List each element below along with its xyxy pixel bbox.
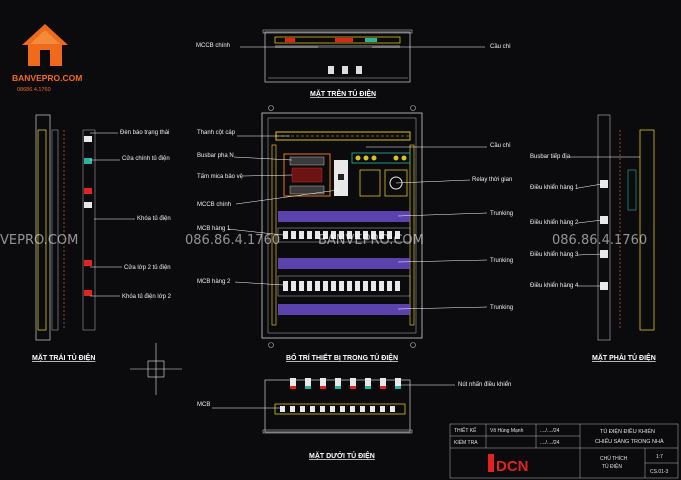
- title-bottom-view: MẶT DƯỚI TỦ ĐIỆN: [309, 451, 375, 460]
- label-top-fuse: Cầu chì: [490, 44, 511, 50]
- tb-scale: 1:7: [656, 454, 663, 460]
- left-side-view: Đèn báo trạng thái Cửa chính tủ điện Khó…: [32, 114, 172, 362]
- tb-project-line-2: CHIẾU SÁNG TRONG NHÀ: [595, 438, 664, 445]
- label-right-row4: Điều khiển hàng 4: [530, 282, 579, 289]
- label-trunking-2: Trunking: [490, 258, 513, 264]
- right-side-view: Busbar tiếp địa Điều khiển hàng 1 Điều k…: [530, 114, 656, 362]
- label-bottom-button: Nút nhấn điều khiển: [458, 381, 511, 388]
- watermark-left: VEPRO.COM: [0, 233, 78, 248]
- label-right-row1: Điều khiển hàng 1: [530, 184, 579, 191]
- label-trunking-1: Trunking: [490, 211, 513, 217]
- bottom-view: Nút nhấn điều khiển MCB MẶT DƯỚI TỦ ĐIỆN: [197, 378, 511, 460]
- watermark-site: BANVEPRO.COM: [318, 233, 424, 248]
- brand-phone: 08686.4.1760: [17, 87, 51, 93]
- label-left-lock2: Khóa tủ điện lớp 2: [122, 293, 172, 300]
- tb-sheet: CS.01-3: [650, 469, 669, 475]
- label-front-cover: Tấm mica bảo vệ: [197, 174, 244, 180]
- tb-check-label: KIỂM TRA: [454, 439, 478, 446]
- label-front-busbar-n: Busbar pha N: [197, 153, 234, 159]
- watermark-phone-1: 086.86.4.1760: [185, 233, 280, 248]
- title-right-view: MẶT PHẢI TỦ ĐIỆN: [592, 353, 656, 362]
- label-trunking-3: Trunking: [490, 305, 513, 311]
- tb-project-line-1: TỦ ĐIỆN ĐIỀU KHIỂN: [600, 427, 655, 435]
- label-front-relay: Relay thời gian: [472, 177, 512, 183]
- brand-logo: BANVEPRO.COM 08686.4.1760: [12, 24, 82, 93]
- origin-crosshair-icon: [130, 343, 182, 395]
- dcn-logo-text: DCN: [496, 458, 529, 475]
- house-logo-icon: [22, 24, 68, 66]
- label-right-busbar: Busbar tiếp địa: [530, 154, 571, 160]
- tb-date-1: ..../..../24: [540, 428, 560, 434]
- watermark: VEPRO.COM 086.86.4.1760 BANVEPRO.COM 086…: [0, 233, 647, 248]
- tb-note-line-2: TỦ ĐIỆN: [602, 462, 622, 470]
- tb-design-label: THIẾT KẾ: [454, 427, 477, 434]
- watermark-phone-2: 086.86.4.1760: [552, 233, 647, 248]
- label-front-fuse: Cầu chì: [490, 143, 511, 149]
- title-front-view: BỐ TRÍ THIẾT BỊ TRONG TỦ ĐIỆN: [286, 352, 398, 362]
- tb-note-line-1: CHÚ THÍCH: [600, 455, 628, 462]
- label-left-lock: Khóa tủ điện: [137, 215, 171, 222]
- label-bottom-mcb: MCB: [197, 402, 210, 408]
- title-top-view: MẶT TRÊN TỦ ĐIỆN: [310, 89, 376, 98]
- label-front-mcb1: MCB hàng 1: [197, 226, 231, 232]
- title-left-view: MẶT TRÁI TỦ ĐIỆN: [32, 353, 95, 362]
- dcn-logo: DCN: [488, 454, 529, 475]
- label-top-mccb: MCCB chính: [196, 43, 230, 49]
- label-left-door2: Cửa lớp 2 tủ điện: [124, 264, 171, 271]
- top-view: MCCB chính Cầu chì MẶT TRÊN TỦ ĐIỆN: [196, 29, 511, 98]
- label-front-rail: Thanh cột cáp: [197, 130, 236, 136]
- front-view: Thanh cột cáp Busbar pha N Tấm mica bảo …: [197, 105, 513, 362]
- label-front-mccb: MCCB chính: [197, 202, 231, 208]
- title-block: [449, 423, 679, 479]
- label-front-mcb2: MCB hàng 2: [197, 279, 231, 285]
- tb-date-2: ..../..../24: [540, 440, 560, 446]
- label-left-door: Cửa chính tủ điện: [122, 155, 170, 162]
- label-left-lamp: Đèn báo trạng thái: [120, 130, 169, 136]
- brand-name: BANVEPRO.COM: [12, 73, 82, 83]
- label-right-row3: Điều khiển hàng 3: [530, 251, 579, 258]
- label-right-row2: Điều khiển hàng 2: [530, 219, 579, 226]
- tb-design-name: Võ Hùng Mạnh: [490, 428, 524, 434]
